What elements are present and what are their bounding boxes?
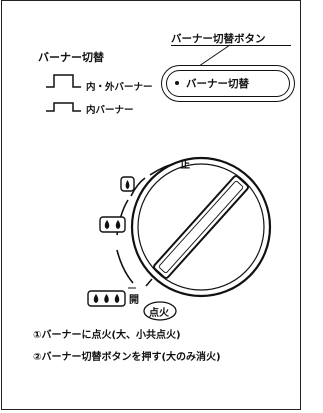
callout-underline	[171, 45, 291, 46]
dial-pointer	[145, 278, 153, 287]
caption-step-2: ②バーナー切替ボタンを押す(大のみ消火)	[33, 352, 221, 363]
legend-label-inner-outer: 内・外バーナー	[86, 82, 153, 93]
flame-indicator-small	[120, 176, 135, 192]
burner-switch-button-label: バーナー切替	[186, 78, 249, 90]
callout-title: バーナー切替ボタン	[171, 33, 266, 45]
flame-indicator-medium	[99, 216, 126, 233]
button-dot-icon	[175, 81, 179, 85]
scale-arc-upper-left	[130, 177, 146, 197]
burner-switch-button[interactable]: バーナー切替	[161, 65, 295, 102]
dial-inner-ring	[137, 163, 265, 291]
legend-title: バーナー切替	[38, 51, 104, 64]
burner-switch-button-inner	[166, 70, 290, 97]
caption-step-1: ①バーナーに点火(大、小共点火)	[33, 330, 181, 341]
dial-open-label: 開	[129, 295, 139, 306]
dial-ignite-label: 点火	[149, 308, 169, 319]
dial-grip-inner	[158, 180, 244, 274]
scale-arc-lower-left	[116, 249, 134, 284]
flame-indicator-large	[87, 290, 126, 307]
legend-symbol-inner	[46, 102, 81, 112]
legend-label-inner: 内バーナー	[86, 105, 134, 116]
legend-symbol-inner-outer	[46, 74, 81, 88]
ignite-bubble	[143, 301, 177, 321]
dial-grip	[153, 175, 249, 279]
dial-stop-label: 止	[180, 160, 190, 171]
burner-dial	[130, 156, 272, 298]
